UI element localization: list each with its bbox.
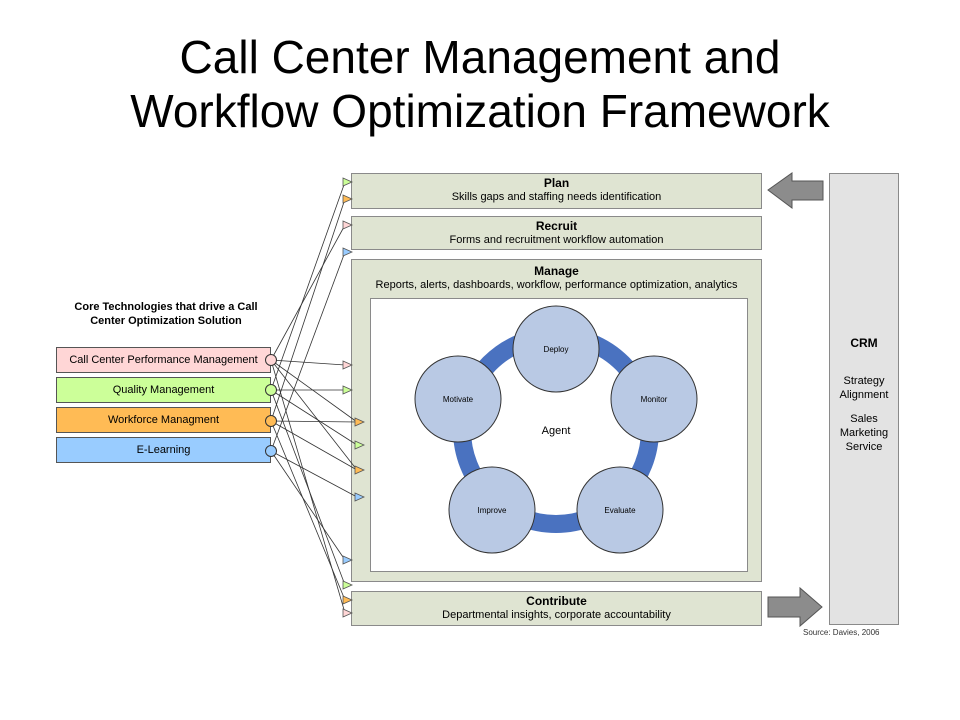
agent-label: Agent <box>542 425 571 437</box>
crm-heading: CRM <box>850 336 878 350</box>
evaluate-node <box>576 466 664 554</box>
crm-to-plan-arrow-icon <box>767 172 824 209</box>
title-line-1: Call Center Management and <box>179 31 781 83</box>
workforce-dot-icon <box>265 415 277 427</box>
contribute-box: Contribute Departmental insights, corpor… <box>351 591 762 626</box>
monitor-label: Monitor <box>641 395 668 404</box>
crm-panel: CRM Strategy Alignment Sales Marketing S… <box>829 173 899 625</box>
connector-lines <box>270 181 358 614</box>
evaluate-label: Evaluate <box>604 506 636 515</box>
plan-subtitle: Skills gaps and staffing needs identific… <box>451 191 662 203</box>
title-line-2: Workflow Optimization Framework <box>130 85 830 137</box>
recruit-subtitle: Forms and recruitment workflow automatio… <box>449 234 664 246</box>
core-tech-title-line-1: Core Technologies that drive a Call <box>74 301 258 313</box>
crm-line-1: Strategy <box>843 375 885 387</box>
arrowhead-triangles <box>342 177 365 618</box>
motivate-node <box>414 355 502 443</box>
tech-call-center-performance-management: Call Center Performance Management <box>56 347 271 373</box>
crm-line-3: Sales <box>850 413 878 425</box>
crm-line-5: Service <box>845 441 883 453</box>
quality-dot-icon <box>265 384 277 396</box>
source-note: Source: Davies, 2006 <box>803 628 880 637</box>
tech-workforce-management: Workforce Managment <box>56 407 271 433</box>
crm-line-2: Alignment <box>839 389 889 401</box>
elearning-dot-icon <box>265 445 277 457</box>
core-tech-title-line-2: Center Optimization Solution <box>90 315 242 327</box>
performance-dot-icon <box>265 354 277 366</box>
deploy-node <box>512 305 600 393</box>
recruit-heading: Recruit <box>535 219 578 233</box>
recruit-box: Recruit Forms and recruitment workflow a… <box>351 216 762 250</box>
core-tech-title: Core Technologies that drive a Call Cent… <box>55 300 277 328</box>
contribute-to-crm-arrow-icon <box>767 586 823 628</box>
plan-heading: Plan <box>543 176 570 190</box>
page-title: Call Center Management and Workflow Opti… <box>0 30 960 138</box>
contribute-heading: Contribute <box>526 594 587 608</box>
crm-line-4: Marketing <box>839 427 889 439</box>
manage-subtitle: Reports, alerts, dashboards, workflow, p… <box>375 279 738 291</box>
tech-quality-management: Quality Management <box>56 377 271 403</box>
tech-e-learning: E-Learning <box>56 437 271 463</box>
improve-label: Improve <box>478 506 507 515</box>
monitor-node <box>610 355 698 443</box>
plan-box: Plan Skills gaps and staffing needs iden… <box>351 173 762 209</box>
motivate-label: Motivate <box>443 395 474 404</box>
contribute-subtitle: Departmental insights, corporate account… <box>442 609 671 621</box>
improve-node <box>448 466 536 554</box>
manage-heading: Manage <box>534 264 579 278</box>
deploy-label: Deploy <box>544 345 569 354</box>
